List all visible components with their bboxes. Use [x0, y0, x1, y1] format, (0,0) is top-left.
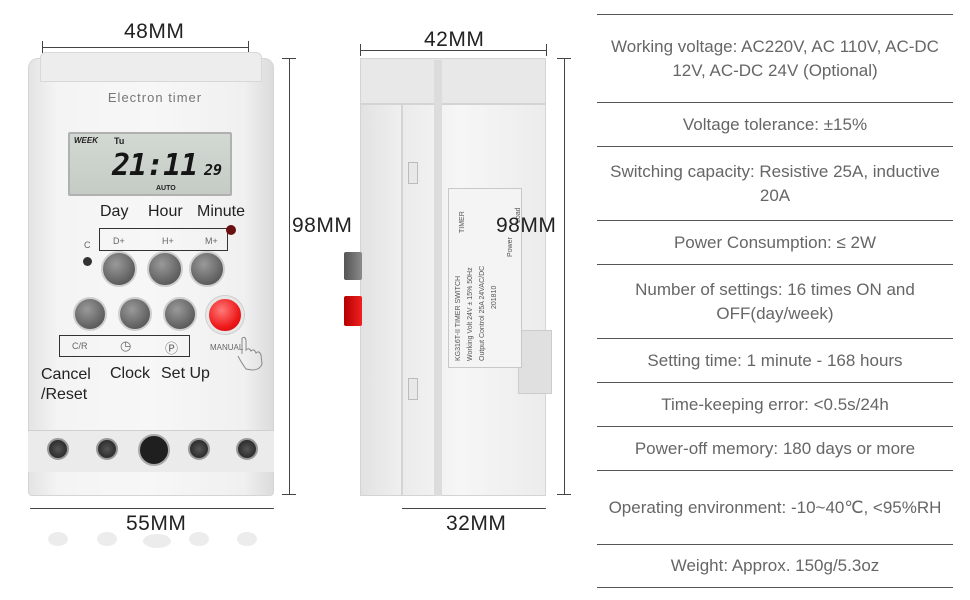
spec-row-settings: Number of settings: 16 times ON and OFF(… [597, 264, 953, 338]
plate-line: TIMER [459, 211, 466, 233]
dim-tick [546, 44, 547, 56]
bottom-marks-box [59, 335, 190, 357]
hour-button[interactable] [147, 251, 183, 287]
day-button[interactable] [101, 251, 137, 287]
spec-row-tolerance: Voltage tolerance: ±15% [597, 102, 953, 146]
hand-pointer-icon [237, 336, 263, 371]
terminal-screw [188, 438, 210, 460]
dim-line [564, 58, 565, 494]
lcd-day: Tu [114, 136, 125, 146]
reflection [143, 534, 171, 548]
mark-h-plus: H+ [162, 236, 174, 246]
spec-row-setting-time: Setting time: 1 minute - 168 hours [597, 338, 953, 382]
label-hour: Hour [148, 203, 183, 220]
dim-side-depth-top: 42MM [424, 28, 485, 51]
clock-icon: ◷ [120, 338, 132, 353]
dim-side-depth-bottom: 32MM [446, 512, 507, 535]
cancel-reset-button[interactable] [73, 297, 107, 331]
device-title: Electron timer [107, 90, 203, 105]
mark-c: C [84, 240, 91, 250]
spec-row-voltage: Working voltage: AC220V, AC 110V, AC-DC … [597, 14, 953, 102]
dim-front-height: 98MM [290, 214, 355, 238]
label-day: Day [100, 203, 129, 220]
terminal-screw [236, 438, 258, 460]
lcd-display: WEEK Tu 21:11 29 AUTO [68, 132, 232, 196]
lcd-mode: AUTO [156, 185, 176, 192]
dim-line [402, 508, 546, 509]
clock-button[interactable] [118, 297, 152, 331]
dim-tick [248, 41, 249, 53]
dim-tick [42, 41, 43, 53]
dim-tick [557, 494, 571, 495]
spec-row-timekeeping: Time-keeping error: <0.5s/24h [597, 382, 953, 426]
reflection [189, 532, 209, 546]
reflection [237, 532, 257, 546]
spec-row-memory: Power-off memory: 180 days or more [597, 426, 953, 470]
label-setup: Set Up [161, 365, 210, 382]
dim-front-width-bottom: 55MM [126, 512, 187, 535]
label-minute: Minute [197, 203, 246, 220]
dim-tick [282, 494, 296, 495]
spec-row-environment: Operating environment: -10~40℃, <95%RH [597, 470, 953, 544]
dim-front-width-top: 48MM [124, 20, 185, 43]
minute-button[interactable] [189, 251, 225, 287]
mark-d-plus: D+ [113, 236, 125, 246]
reflection [97, 532, 117, 546]
lcd-week-label: WEEK [74, 136, 98, 145]
mark-m-plus: M+ [205, 236, 218, 246]
spec-row-switching: Switching capacity: Resistive 25A, induc… [597, 146, 953, 220]
side-din-clip [518, 330, 552, 394]
side-device-back [360, 104, 402, 496]
plate-line: Power [507, 237, 514, 257]
front-device-top [40, 52, 262, 82]
dim-side-height: 98MM [496, 214, 557, 237]
side-label-plate: KG316T-II TIMER SWITCH Working Volt 24V … [448, 188, 522, 368]
terminal-screw [96, 438, 118, 460]
label-clock: Clock [110, 365, 151, 382]
terminal-screw [47, 438, 69, 460]
plate-line: Working Volt 24V ± 15% 50Hz [467, 267, 474, 361]
side-rail [434, 60, 442, 496]
side-button-red [344, 296, 362, 326]
manual-button[interactable] [206, 296, 244, 334]
indicator-led [226, 225, 236, 235]
spec-row-weight: Weight: Approx. 150g/5.3oz [597, 544, 953, 588]
program-icon: Ⓟ [165, 341, 179, 356]
dim-tick [360, 44, 361, 56]
lcd-seconds: 29 [204, 161, 223, 179]
dim-tick [557, 58, 571, 59]
dim-line [42, 47, 248, 48]
top-marks-box [99, 228, 228, 251]
plate-line: Output Control 25A 24VAC/DC [479, 265, 486, 361]
spec-table: Working voltage: AC220V, AC 110V, AC-DC … [597, 14, 953, 588]
lcd-time: 21:11 [112, 148, 198, 183]
setup-button[interactable] [163, 297, 197, 331]
dim-tick [282, 58, 296, 59]
side-slot [408, 162, 418, 184]
side-device-top [360, 58, 546, 104]
side-slot [408, 378, 418, 400]
dim-line [30, 508, 274, 509]
plate-line: KG316T-II TIMER SWITCH [455, 275, 462, 361]
label-cancel-reset: Cancel /Reset [41, 366, 91, 403]
c-reset-hole[interactable] [83, 257, 92, 266]
terminal-screw-large [138, 434, 170, 466]
reflection [48, 532, 68, 546]
dim-line [289, 58, 290, 494]
spec-row-power: Power Consumption: ≤ 2W [597, 220, 953, 264]
plate-line: 201810 [491, 285, 498, 309]
mark-cr: C/R [72, 341, 88, 351]
mark-manual: MANUAL [210, 343, 244, 352]
dim-line [360, 50, 546, 51]
side-button-grey [344, 252, 362, 280]
